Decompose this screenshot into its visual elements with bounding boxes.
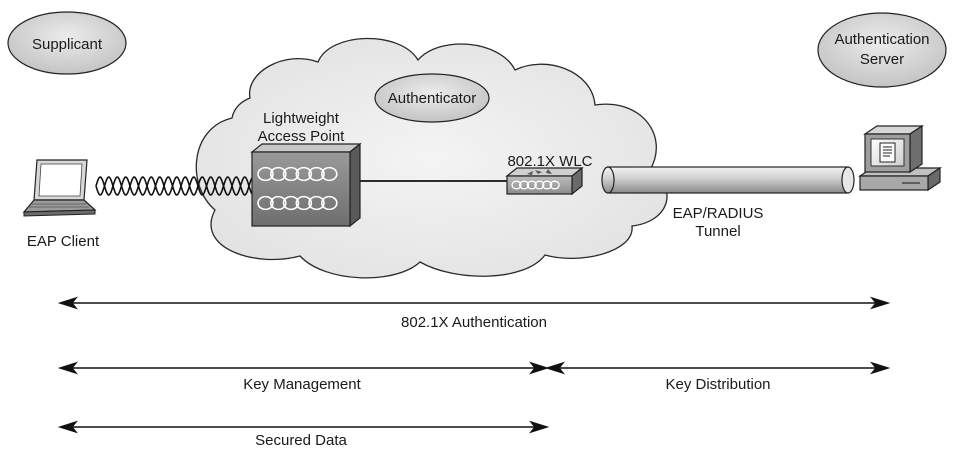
authentication-span-arrow	[57, 296, 891, 310]
tunnel-label-line1: EAP/RADIUS	[673, 205, 764, 222]
span-arrows	[57, 296, 891, 434]
access-point-label-line1: Lightweight	[263, 110, 340, 127]
wlc-icon	[505, 166, 584, 196]
supplicant-ellipse: Supplicant	[7, 11, 127, 75]
wireless-link	[95, 176, 253, 196]
authentication-server-ellipse: Authentication Server	[817, 12, 947, 88]
eap-client-label: EAP Client	[27, 233, 100, 250]
key-distribution-span-label: Key Distribution	[665, 376, 770, 393]
secured-data-span-arrow	[57, 420, 550, 434]
auth-server-label-line1: Authentication	[834, 31, 929, 48]
tunnel-label-line2: Tunnel	[695, 223, 740, 240]
radius-tunnel	[601, 166, 855, 194]
access-point-label-line2: Access Point	[258, 128, 346, 145]
authentication-span-label: 802.1X Authentication	[401, 314, 547, 331]
secured-data-span-label: Secured Data	[255, 432, 347, 449]
authenticator-label: Authenticator	[388, 90, 476, 107]
wlc-label: 802.1X WLC	[507, 153, 592, 170]
server-icon	[858, 124, 942, 192]
key-management-span-arrow	[57, 361, 550, 375]
auth-server-label-line2: Server	[860, 51, 904, 68]
supplicant-label: Supplicant	[32, 36, 103, 53]
key-distribution-span-arrow	[544, 361, 891, 375]
document-icon	[879, 142, 896, 163]
access-point-icon	[250, 142, 362, 228]
laptop-icon	[22, 159, 97, 217]
authenticator-ellipse: Authenticator	[374, 73, 490, 123]
key-management-span-label: Key Management	[243, 376, 361, 393]
